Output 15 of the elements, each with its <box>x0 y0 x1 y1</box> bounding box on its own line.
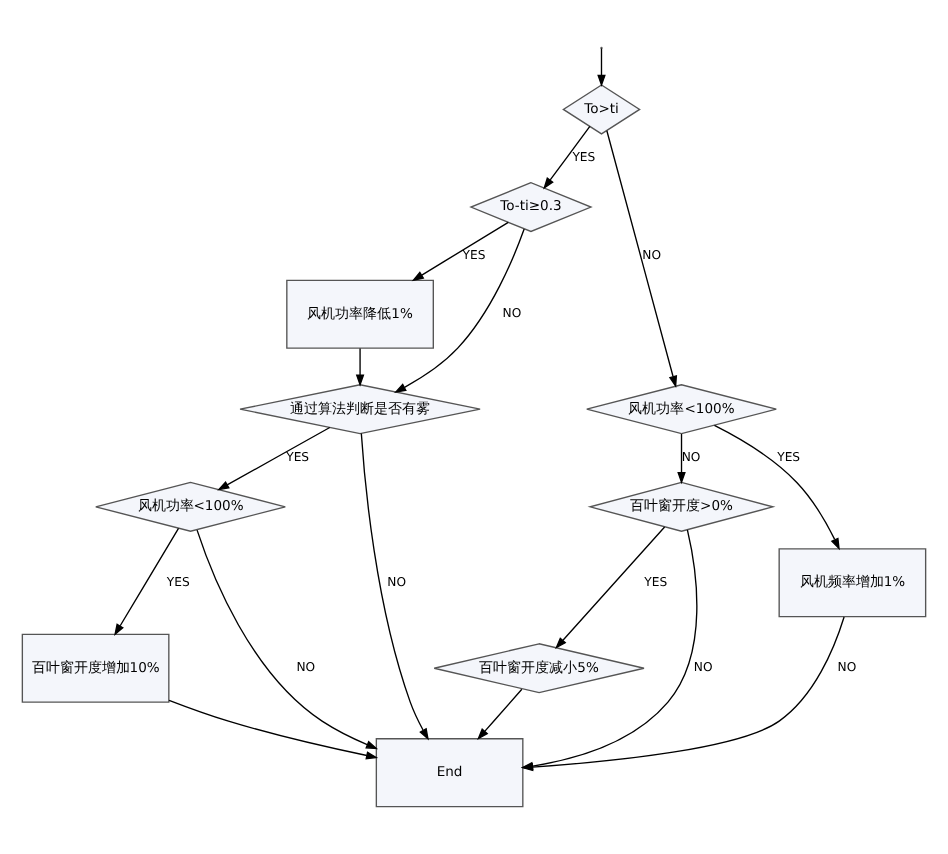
arrow <box>543 125 591 190</box>
arrow <box>555 526 666 650</box>
arrow <box>168 699 379 760</box>
arrow <box>360 432 429 741</box>
arrow <box>606 130 678 388</box>
arrow <box>713 424 840 551</box>
arrow <box>114 527 180 637</box>
arrow <box>597 47 606 88</box>
arrow <box>196 529 379 750</box>
arrow <box>477 688 523 741</box>
arrow <box>217 426 331 491</box>
arrow <box>411 221 509 282</box>
arrow <box>394 228 525 393</box>
arrow <box>355 347 365 387</box>
arrow <box>677 433 686 485</box>
